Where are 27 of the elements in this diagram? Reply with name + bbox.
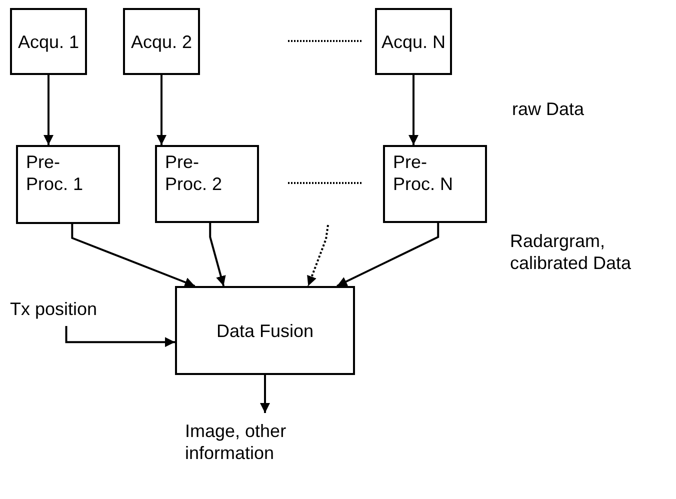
arrow — [408, 75, 418, 145]
box-label: Pre- Proc. 1 — [26, 151, 84, 195]
box-label: Acqu. 2 — [130, 30, 194, 52]
process-box — [10, 8, 87, 75]
process-box — [123, 8, 200, 75]
process-box — [155, 145, 259, 223]
annotation-text: Radargram, calibrated Data — [510, 230, 632, 274]
box-label: Data Fusion — [215, 320, 315, 342]
box-label: Acqu. 1 — [16, 30, 80, 52]
box-label: Pre- Proc. N — [393, 151, 454, 195]
arrow — [44, 75, 54, 145]
process-box — [175, 286, 355, 375]
box-label: Acqu. N — [380, 30, 447, 52]
arrow — [209, 223, 226, 286]
process-box — [383, 145, 487, 223]
node-text: Image, other information — [185, 420, 288, 464]
dotted-arrow — [307, 224, 329, 286]
node-text: Tx position — [10, 298, 98, 320]
process-box — [16, 145, 120, 224]
box-label: Pre- Proc. 2 — [165, 151, 224, 195]
arrow — [260, 375, 270, 413]
annotation-text: raw Data — [512, 98, 586, 120]
arrow — [156, 75, 166, 145]
arrow — [65, 326, 175, 348]
arrow — [71, 224, 196, 287]
process-box — [375, 8, 452, 75]
arrow — [336, 223, 440, 287]
